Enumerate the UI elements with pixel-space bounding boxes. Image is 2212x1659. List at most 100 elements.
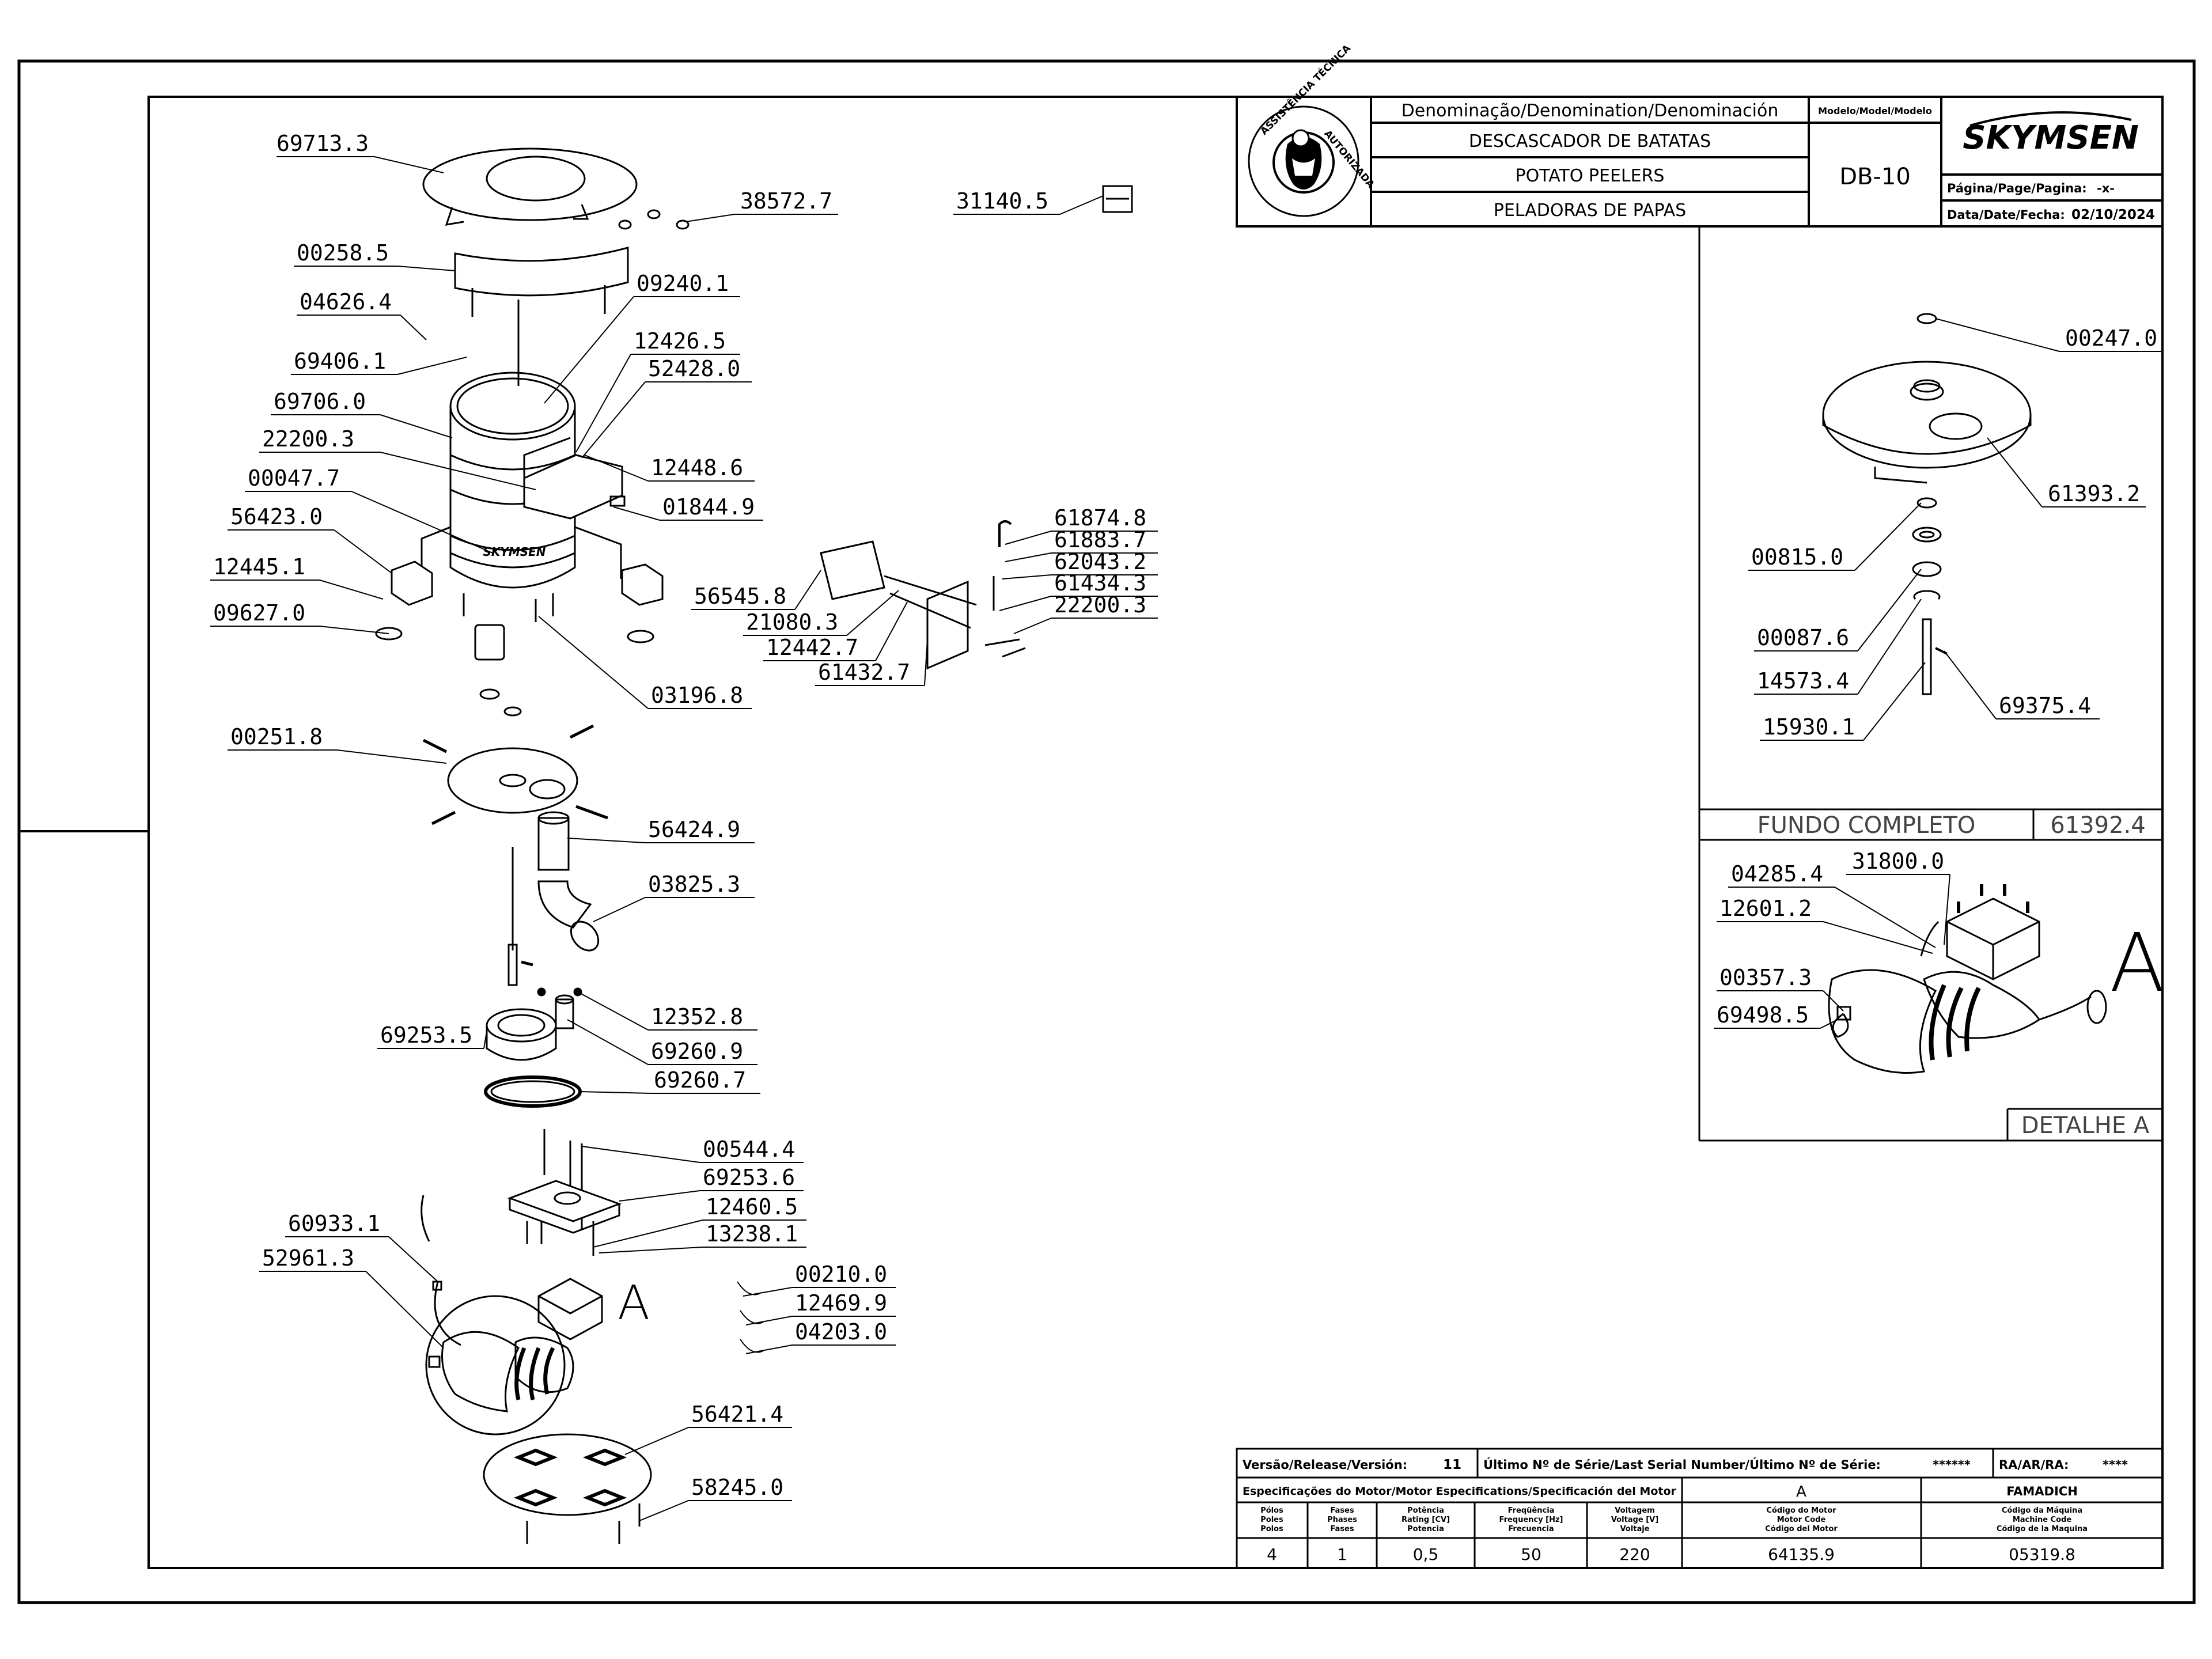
main-part-label: 31140.5 — [953, 188, 1104, 215]
spec-header-line: Voltage [V] — [1611, 1516, 1658, 1524]
part-number: 04626.4 — [300, 289, 392, 315]
part-number: 09627.0 — [213, 600, 305, 626]
part-number: 12448.6 — [651, 455, 743, 480]
spec-header-line: Pólos — [1260, 1506, 1283, 1515]
part-number: 69253.6 — [703, 1165, 795, 1190]
motor-group: A — [1796, 1483, 1806, 1501]
detail-part-label: 69498.5 — [1714, 1002, 1838, 1029]
name-en: POTATO PEELERS — [1516, 166, 1665, 186]
last-serial-value: ****** — [1933, 1458, 1971, 1472]
main-part-label: 69713.3 — [276, 131, 444, 173]
main-part-label: 69260.9 — [567, 1019, 757, 1065]
spec-header-line: Freqüência — [1508, 1506, 1555, 1515]
part-number: 12352.8 — [651, 1004, 743, 1029]
detail-a-label: DETALHE A — [2021, 1112, 2150, 1139]
fundo-part-label: 00815.0 — [1748, 502, 1922, 571]
fundo-code: 61392.4 — [2050, 812, 2145, 839]
name-es: PELADORAS DE PAPAS — [1494, 200, 1686, 221]
tub-logo: SKYMSEN — [483, 545, 546, 559]
part-number: 56424.9 — [648, 817, 740, 842]
main-part-label: 56423.0 — [228, 504, 392, 574]
spec-header-line: Potencia — [1407, 1525, 1444, 1533]
part-number: 22200.3 — [1054, 592, 1146, 618]
motor-detail-a — [1828, 884, 2107, 1074]
brand-logo: SKYMSEN — [1963, 119, 2138, 157]
spec-header-line: Voltagem — [1615, 1506, 1654, 1515]
main-part-label: 60933.1 — [285, 1211, 438, 1282]
main-part-label: 00210.0 — [743, 1262, 896, 1297]
main-part-label: 58245.0 — [639, 1475, 792, 1521]
main-part-label: 00047.7 — [245, 465, 493, 554]
manufacturer: FAMADICH — [2006, 1484, 2078, 1498]
main-part-label: 12460.5 — [593, 1194, 806, 1248]
main-part-label: 52428.0 — [581, 356, 752, 459]
part-number: 52961.3 — [262, 1245, 354, 1271]
part-number: 61432.7 — [818, 660, 910, 685]
part-number: 69498.5 — [1717, 1002, 1809, 1028]
spec-value: 50 — [1521, 1545, 1541, 1564]
spec-header-line: Rating [CV] — [1402, 1516, 1450, 1524]
part-number: 12469.9 — [795, 1290, 887, 1316]
main-part-label: 01844.9 — [613, 494, 763, 521]
main-part-label: 69706.0 — [271, 389, 453, 438]
part-number: 61874.8 — [1054, 505, 1146, 531]
main-part-label: 52961.3 — [259, 1245, 444, 1349]
main-part-label: 12448.6 — [584, 454, 755, 482]
main-part-label: 38572.7 — [685, 188, 838, 222]
spec-headers: PólosPolesPolosFasesPhasesFasesPotênciaR… — [1260, 1506, 2088, 1533]
page-value: -x- — [2097, 181, 2115, 195]
spec-header-line: Phases — [1327, 1516, 1357, 1524]
part-number: 00247.0 — [2065, 325, 2157, 351]
main-part-label: 61874.8 — [1005, 505, 1158, 545]
spec-header-line: Motor Code — [1777, 1516, 1826, 1524]
part-number: 12426.5 — [634, 328, 726, 354]
detail-part-label: 00357.3 — [1717, 965, 1844, 1012]
spec-value: 1 — [1337, 1545, 1347, 1564]
part-number: 03825.3 — [648, 872, 740, 897]
spec-header-line: Fases — [1330, 1506, 1354, 1515]
main-part-label: 00544.4 — [581, 1137, 804, 1163]
main-part-label: 12352.8 — [577, 991, 757, 1031]
part-number: 22200.3 — [262, 426, 354, 452]
detail-part-label: 12601.2 — [1717, 896, 1933, 954]
main-part-label: 21080.3 — [743, 590, 899, 636]
seal-text-2: AUTORIZADA — [1321, 128, 1377, 191]
last-serial-label: Último Nº de Série/Last Serial Number/Úl… — [1483, 1457, 1881, 1472]
part-number: 69375.4 — [1999, 693, 2091, 718]
main-part-label: 56421.4 — [624, 1402, 792, 1455]
motor-spec-label: Especificações do Motor/Motor Especifica… — [1243, 1485, 1677, 1498]
fundo-part-label: 14573.4 — [1754, 599, 1922, 695]
model-header: Modelo/Model/Modelo — [1818, 105, 1932, 116]
spec-header-line: Frequency [Hz] — [1499, 1516, 1563, 1524]
part-number: 61393.2 — [2048, 481, 2140, 506]
main-part-label: 00251.8 — [228, 724, 447, 764]
spec-value: 220 — [1619, 1545, 1650, 1564]
fundo-label: FUNDO COMPLETO — [1758, 812, 1976, 839]
main-part-label: 61883.7 — [1005, 527, 1158, 562]
page-label: Página/Page/Pagina: — [1947, 181, 2087, 195]
part-number: 69713.3 — [276, 131, 369, 156]
part-number: 21080.3 — [746, 609, 838, 635]
main-part-label: 12426.5 — [575, 328, 740, 453]
main-part-label: 22200.3 — [259, 426, 536, 490]
main-part-label: 62043.2 — [1002, 549, 1158, 579]
part-number: 31800.0 — [1852, 849, 1944, 874]
part-number: 00258.5 — [297, 240, 389, 266]
fundo-part-label: 00247.0 — [1935, 318, 2163, 352]
part-number: 62043.2 — [1054, 549, 1146, 574]
part-number: 00251.8 — [230, 724, 323, 749]
part-number: 69706.0 — [274, 389, 366, 414]
main-part-label: 56545.8 — [691, 570, 821, 610]
spec-header-line: Poles — [1260, 1516, 1283, 1524]
part-number: 58245.0 — [691, 1475, 783, 1500]
spec-header-line: Código do Motor — [1766, 1506, 1836, 1515]
part-number: 14573.4 — [1757, 668, 1849, 694]
main-part-label: 12442.7 — [763, 601, 908, 661]
main-part-label: 69253.5 — [377, 1022, 487, 1049]
part-number: 13238.1 — [706, 1221, 798, 1247]
part-number: 31140.5 — [956, 188, 1048, 214]
main-part-label: 04203.0 — [745, 1319, 896, 1354]
main-part-label: 56424.9 — [567, 817, 755, 843]
